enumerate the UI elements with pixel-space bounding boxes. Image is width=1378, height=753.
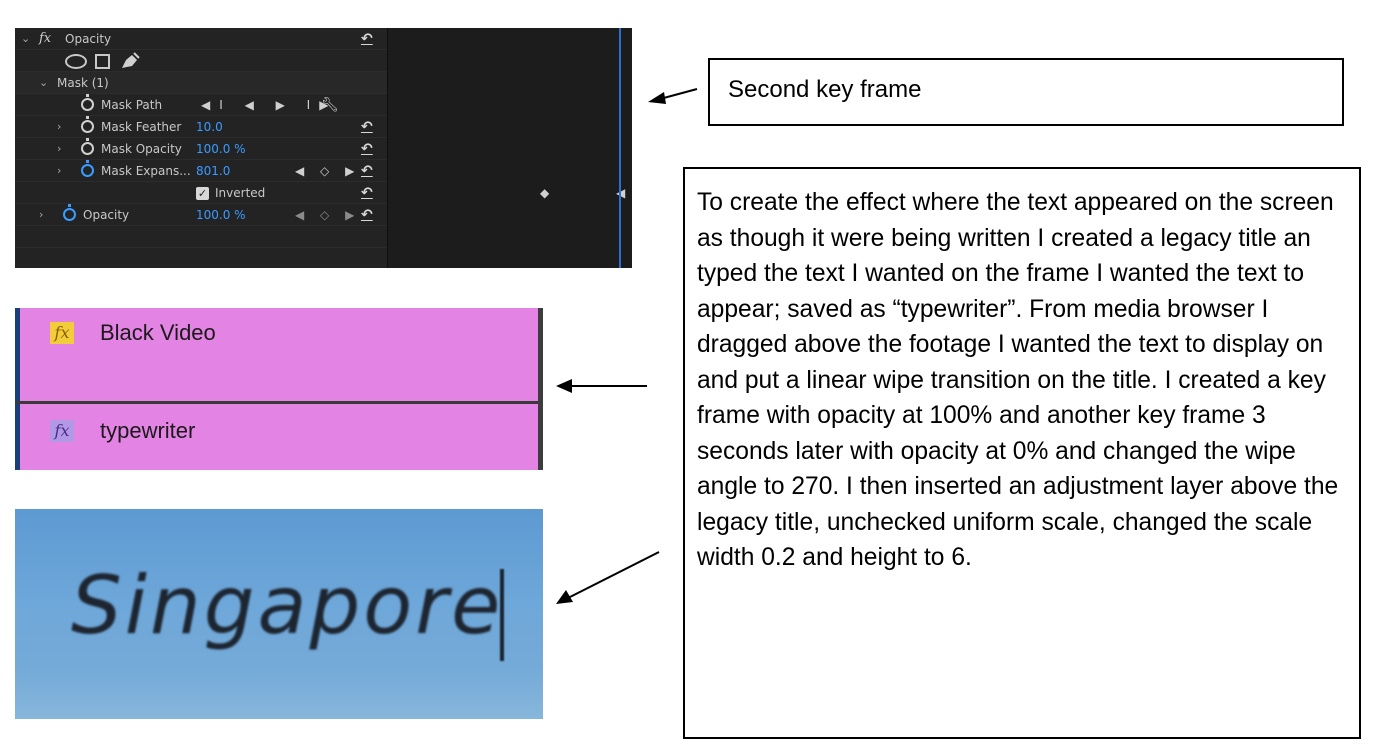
reset-icon[interactable]: ↶: [361, 31, 373, 47]
second-keyframe-callout: Second key frame: [708, 58, 1344, 126]
pen-mask-icon[interactable]: [120, 52, 140, 70]
text-cursor: [500, 569, 504, 661]
arrow-keyframe: [659, 88, 698, 100]
mask-path-track-controls[interactable]: ◀I ◀ ▶ I▶: [201, 98, 338, 112]
inverted-row: ✓ Inverted ↶: [15, 182, 387, 204]
stopwatch-icon[interactable]: [81, 94, 94, 111]
opacity-effect-label: Opacity: [65, 32, 112, 46]
keyframe-navigator[interactable]: ◀ ◇ ▶: [295, 208, 361, 222]
opacity-property-label: Opacity: [83, 208, 130, 222]
chevron-right-icon[interactable]: ›: [57, 120, 62, 133]
mask-path-row: Mask Path ◀I ◀ ▶ I▶ 🔧︎: [15, 94, 387, 116]
mask-group-label: Mask (1): [57, 76, 109, 90]
mask-tools-row: [15, 50, 387, 72]
mask-feather-label: Mask Feather: [101, 120, 182, 134]
reset-icon[interactable]: ↶: [361, 163, 373, 179]
mask-expansion-value[interactable]: 801.0: [196, 164, 231, 178]
arrow-head-icon: [556, 590, 573, 604]
effect-timeline-area[interactable]: [388, 28, 632, 268]
stopwatch-icon[interactable]: [81, 160, 94, 177]
track-separator: [15, 401, 543, 404]
arrow-head-icon: [556, 379, 572, 393]
fx-icon: fx: [50, 322, 74, 344]
second-keyframe-text: Second key frame: [728, 76, 922, 103]
reset-icon[interactable]: ↶: [361, 207, 373, 223]
mask-group-row[interactable]: ⌄ Mask (1): [15, 72, 387, 94]
mask-feather-value[interactable]: 10.0: [196, 120, 223, 134]
track-right-border: [538, 308, 543, 470]
chevron-down-icon[interactable]: ⌄: [39, 76, 49, 89]
reset-icon[interactable]: ↶: [361, 185, 373, 201]
opacity-property-value[interactable]: 100.0 %: [196, 208, 246, 222]
inverted-checkbox[interactable]: ✓: [196, 187, 209, 200]
preview-text: Singapore: [71, 559, 504, 652]
arrow-head-icon: [648, 92, 666, 104]
wrench-icon[interactable]: 🔧︎: [321, 97, 339, 113]
chevron-down-icon[interactable]: ⌄: [21, 32, 31, 45]
mask-expansion-row: › Mask Expans... 801.0 ◀ ◇ ▶ ↶: [15, 160, 387, 182]
chevron-right-icon[interactable]: ›: [39, 208, 44, 221]
keyframe-navigator[interactable]: ◀ ◇ ▶: [295, 164, 361, 178]
chevron-right-icon[interactable]: ›: [57, 142, 62, 155]
inverted-label: Inverted: [215, 186, 266, 200]
mask-path-label: Mask Path: [101, 98, 163, 112]
stopwatch-icon[interactable]: [81, 116, 94, 133]
clip-black-video[interactable]: Black Video: [100, 320, 216, 345]
panel-divider: [387, 28, 388, 268]
mask-expansion-label: Mask Expans...: [101, 164, 191, 178]
description-callout: To create the effect where the text appe…: [683, 167, 1361, 739]
effect-properties-column: ⌄ fx Opacity ↶ ⌄ Mask (1) Mask Path: [15, 28, 387, 268]
program-preview: Singapore: [15, 509, 543, 719]
playhead[interactable]: [619, 28, 621, 268]
reset-icon[interactable]: ↶: [361, 119, 373, 135]
stopwatch-icon[interactable]: [81, 138, 94, 155]
description-text: To create the effect where the text appe…: [697, 189, 1339, 571]
effect-controls-panel: ⌄ fx Opacity ↶ ⌄ Mask (1) Mask Path: [15, 28, 632, 268]
mask-feather-row: › Mask Feather 10.0 ↶: [15, 116, 387, 138]
reset-icon[interactable]: ↶: [361, 141, 373, 157]
fx-icon: fx: [39, 31, 52, 46]
chevron-right-icon[interactable]: ›: [57, 164, 62, 177]
opacity-effect-row[interactable]: ⌄ fx Opacity ↶: [15, 28, 387, 50]
opacity-property-row: › Opacity 100.0 % ◀ ◇ ▶ ↶: [15, 204, 387, 226]
ec-empty-row: [15, 226, 387, 248]
mask-opacity-value[interactable]: 100.0 %: [196, 142, 246, 156]
keyframe-diamond-icon[interactable]: ◆: [540, 186, 550, 200]
rectangle-mask-icon[interactable]: [95, 54, 110, 69]
mask-opacity-row: › Mask Opacity 100.0 % ↶: [15, 138, 387, 160]
ellipse-mask-icon[interactable]: [65, 54, 87, 69]
stopwatch-icon[interactable]: [63, 204, 76, 221]
fx-icon: fx: [50, 420, 74, 442]
clip-typewriter[interactable]: typewriter: [100, 418, 196, 443]
arrow-preview: [567, 551, 660, 599]
mask-opacity-label: Mask Opacity: [101, 142, 182, 156]
timeline-track-panel: fx Black Video fx typewriter: [15, 308, 543, 470]
track-left-border: [15, 308, 20, 470]
